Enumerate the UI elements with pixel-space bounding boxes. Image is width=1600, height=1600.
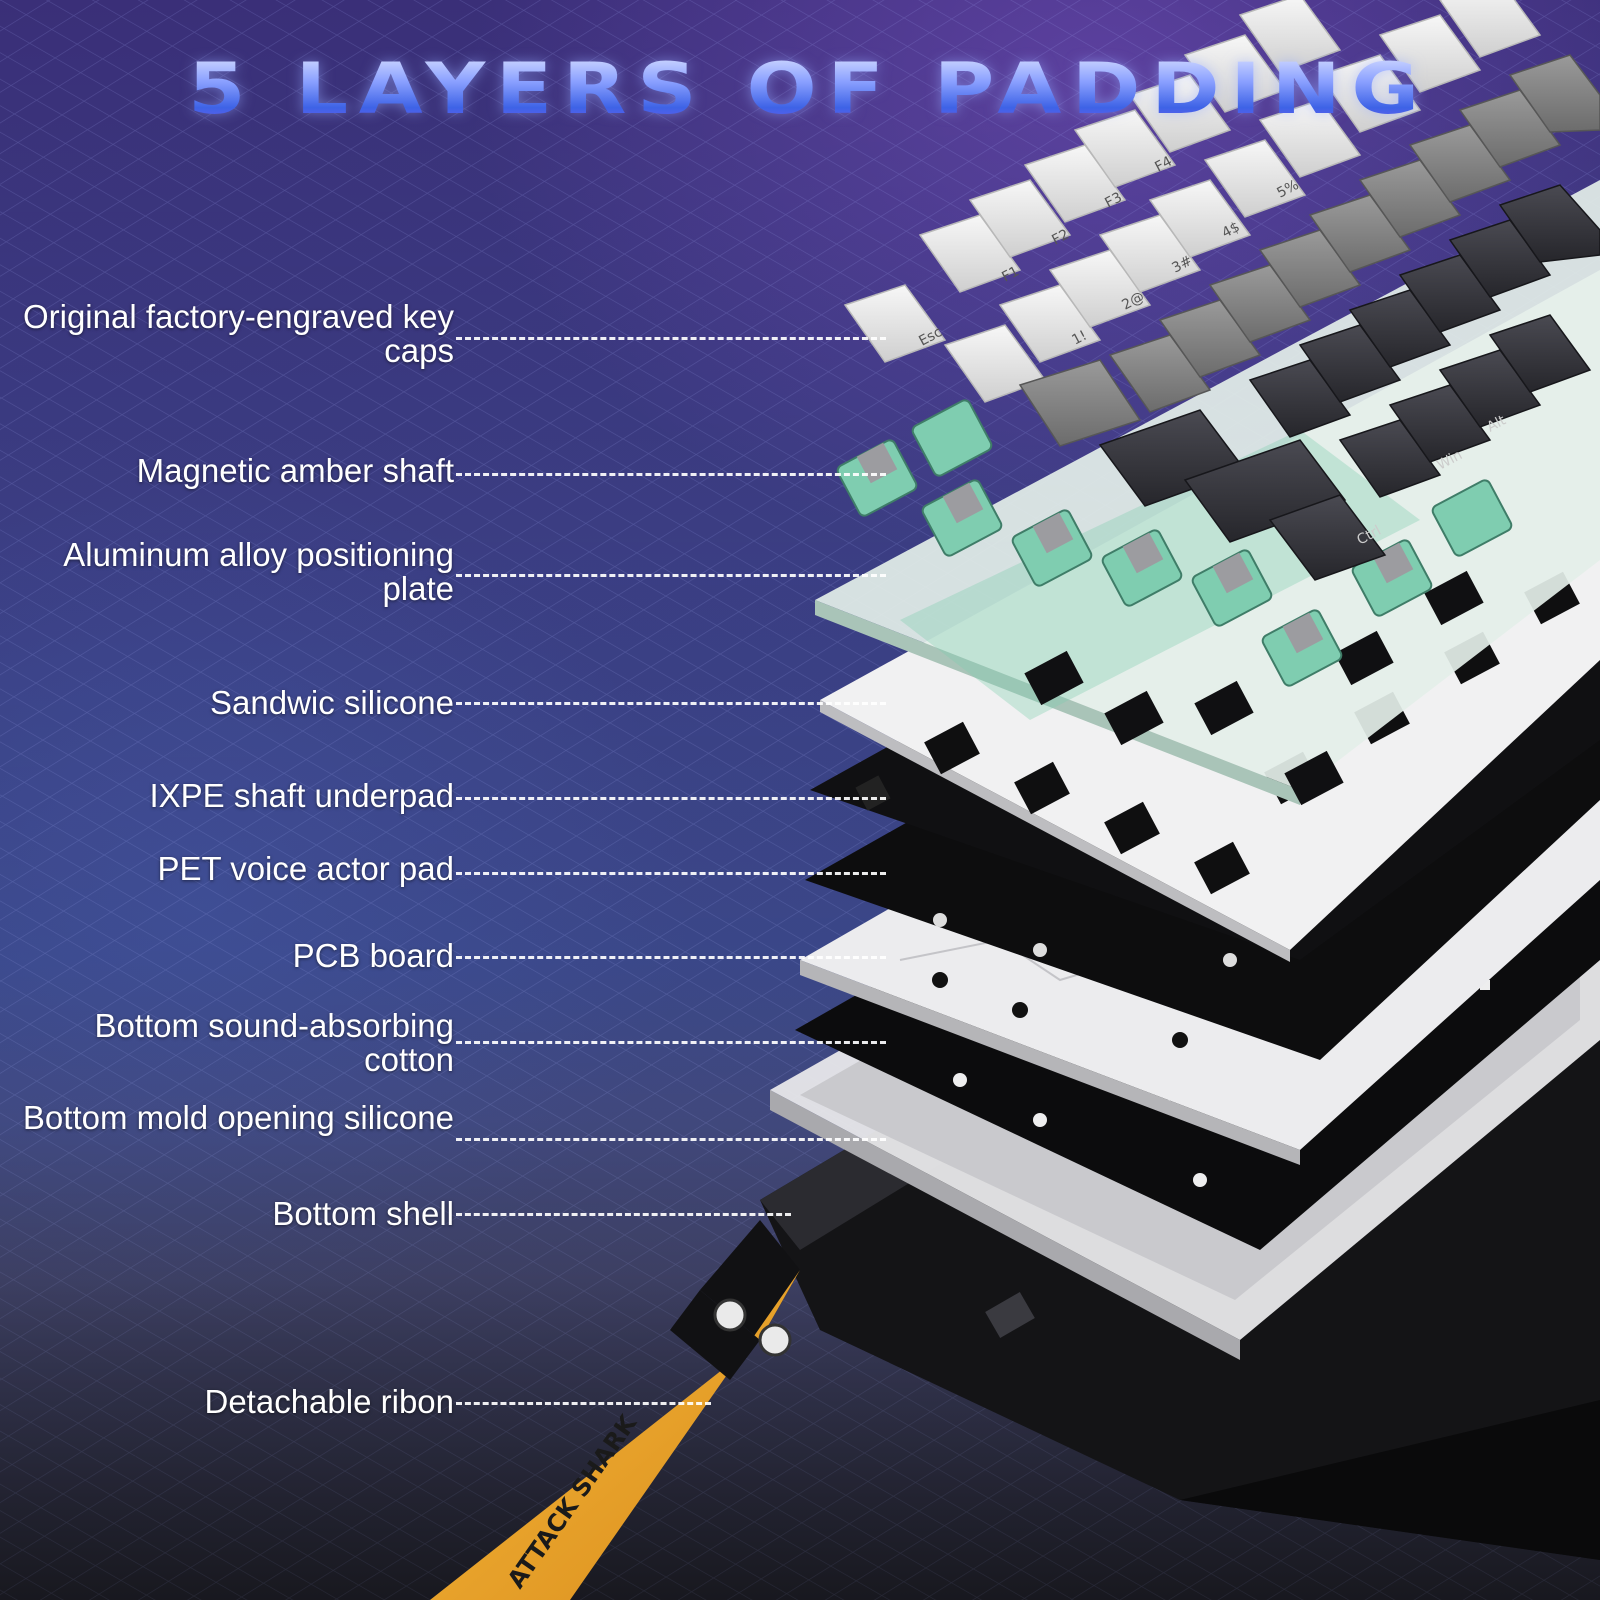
label-silicone: Sandwic silicone — [210, 684, 454, 721]
leader-line — [456, 337, 886, 340]
magnet-icon — [713, 1298, 747, 1332]
label-shell: Bottom shell — [272, 1195, 454, 1232]
leader-line — [456, 1213, 791, 1216]
magnet-icon — [758, 1323, 792, 1357]
leader-line — [456, 702, 886, 705]
key-legend: F4 — [1152, 153, 1175, 175]
label-switch: Magnetic amber shaft — [136, 452, 454, 489]
label-ribbon: Detachable ribon — [204, 1383, 455, 1420]
page-title: 5 LAYERS OF PADDING — [188, 52, 1600, 126]
keycap-layer: Esc F1 F2 F3 F4 1! 2@ 3# 4$ 5% Ctrl Win … — [843, 0, 1600, 581]
detachable-ribbon: ATTACK SHARK — [430, 1220, 800, 1600]
magnetic-switch-layer — [836, 399, 1513, 687]
label-mold: Bottom mold opening silicone — [22, 1099, 454, 1136]
label-pet: PET voice actor pad — [157, 850, 454, 887]
leader-line — [456, 574, 886, 577]
leader-line — [456, 1041, 886, 1044]
label-ixpe: IXPE shaft underpad — [149, 777, 454, 814]
label-keycaps: Original factory-engraved key caps — [22, 298, 454, 369]
key-legend: 1! — [1069, 328, 1089, 349]
key-legend: F1 — [999, 263, 1021, 285]
leader-line — [456, 473, 886, 476]
label-plate: Aluminum alloy positioning plate — [63, 536, 454, 607]
leader-line — [456, 797, 886, 800]
key-legend: F2 — [1049, 226, 1071, 248]
leader-line — [456, 872, 886, 875]
leader-line — [456, 1402, 711, 1405]
key-legend: F3 — [1102, 189, 1124, 211]
label-pcb: PCB board — [292, 937, 454, 974]
leader-line — [456, 956, 886, 959]
leader-line — [456, 1138, 886, 1141]
label-cotton: Bottom sound-absorbing cotton — [94, 1007, 454, 1078]
key-legend: 4$ — [1219, 219, 1242, 241]
